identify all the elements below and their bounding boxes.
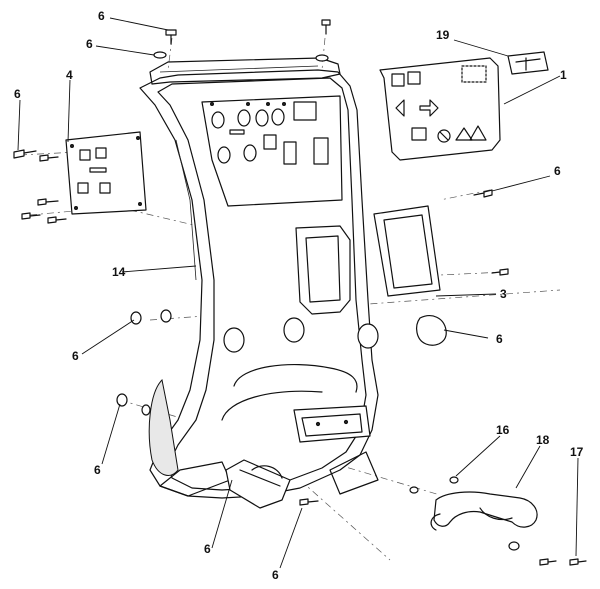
top-screws (153, 19, 331, 62)
control-board (65, 131, 147, 215)
cup-holder-bracket (225, 459, 319, 509)
callout-6: 6 (496, 332, 503, 346)
callout-14: 14 (112, 265, 126, 279)
handle-bar (430, 491, 538, 531)
callout-17: 17 (570, 445, 584, 459)
callout-6: 6 (554, 164, 561, 178)
callout-6: 6 (98, 9, 105, 23)
callout-6: 6 (204, 542, 211, 556)
callout-4: 4 (66, 68, 73, 82)
decal-panel (379, 57, 501, 161)
console-housing (139, 57, 379, 499)
callout-6: 6 (72, 349, 79, 363)
callout-1: 1 (560, 68, 567, 82)
connector (507, 51, 549, 75)
display-bezel (373, 205, 441, 297)
bottom-right-screws (508, 541, 587, 566)
leader-lines (17, 17, 579, 569)
right-screws (473, 189, 509, 276)
callout-6: 6 (86, 37, 93, 51)
callout-labels: 6 6 6 4 19 1 6 14 3 6 6 6 16 18 17 6 6 (14, 9, 584, 582)
callout-19: 19 (436, 28, 450, 42)
callout-3: 3 (500, 287, 507, 301)
board-screws (13, 149, 67, 224)
callout-6: 6 (272, 568, 279, 582)
panel-holes (210, 101, 329, 165)
hole-caps (116, 309, 459, 494)
callout-6: 6 (14, 87, 21, 101)
callout-16: 16 (496, 423, 510, 437)
callout-6: 6 (94, 463, 101, 477)
callout-18: 18 (536, 433, 550, 447)
